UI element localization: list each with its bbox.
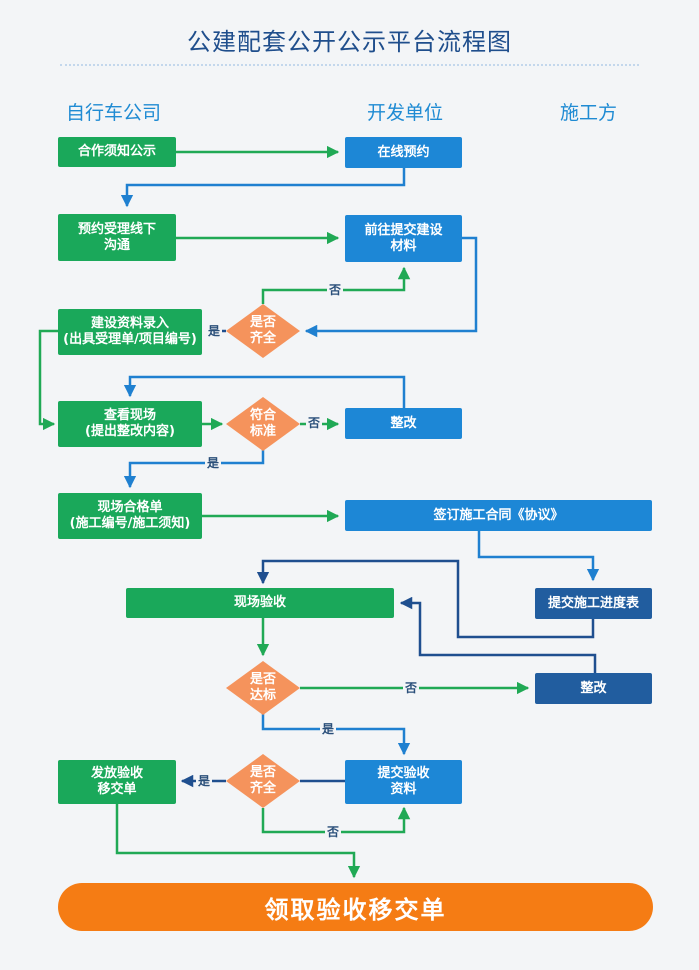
step-zhenggai-2: 整改 <box>535 673 652 704</box>
edge-label-yes: 是 <box>196 774 213 788</box>
edge-label-yes: 是 <box>320 722 337 736</box>
edge-label-no: 否 <box>327 283 344 297</box>
step-zhenggai-1: 整改 <box>345 408 462 439</box>
edge-zhenggai1-chakan <box>123 375 406 408</box>
step-zaixian: 在线预约 <box>345 137 462 168</box>
step-fafang: 发放验收 移交单 <box>58 760 176 804</box>
step-tijiao-yanshou: 提交验收 资料 <box>345 760 462 804</box>
edge-label-yes: 是 <box>205 456 222 470</box>
edge-label-no: 否 <box>325 825 342 839</box>
column-header-contractor: 施工方 <box>560 102 618 124</box>
edge-qianding-jindu <box>477 531 600 582</box>
edge-jindu-yanshou <box>256 559 595 639</box>
page-title: 公建配套公开公示平台流程图 <box>187 28 512 56</box>
edge-label-yes: 是 <box>206 324 223 338</box>
edge-luru-chakan <box>38 329 58 431</box>
edge-tijiao-qiquan1 <box>304 236 478 338</box>
decision-diamond-fuhe <box>226 397 300 451</box>
step-qianding: 签订施工合同《协议》 <box>345 500 652 531</box>
edge-label-no: 否 <box>306 416 323 430</box>
decision-diamond-qiquan1 <box>226 304 300 358</box>
step-tijiao-cailiao: 前往提交建设 材料 <box>345 215 462 262</box>
step-chakan: 查看现场 (提出整改内容) <box>58 401 202 447</box>
step-yanshou: 现场验收 <box>126 588 394 618</box>
edge-fafang-final <box>115 804 361 879</box>
decision-diamond-dabiao <box>226 661 300 715</box>
decision-label-fuhe: 符合 标准 <box>249 408 276 439</box>
title-divider <box>60 64 639 66</box>
decision-label-qiquan1: 是否 齐全 <box>249 315 276 346</box>
step-hezuo: 合作须知公示 <box>58 137 176 167</box>
column-header-developer: 开发单位 <box>367 102 444 124</box>
step-jindu: 提交施工进度表 <box>535 588 652 619</box>
edge-zhenggai2-yanshou <box>399 596 597 673</box>
edge-fuhe-yes <box>123 450 265 489</box>
column-header-company: 自行车公司 <box>66 102 162 124</box>
step-final: 领取验收移交单 <box>58 883 653 931</box>
edge-zaixian-yuyue <box>120 168 406 208</box>
decision-label-qiquan2: 是否 齐全 <box>249 765 276 796</box>
step-hege-dan: 现场合格单 (施工编号/施工须知) <box>58 493 202 539</box>
edge-label-no: 否 <box>403 681 420 695</box>
decision-diamond-qiquan2 <box>226 754 300 808</box>
step-yuyue-shouli: 预约受理线下 沟通 <box>58 214 176 261</box>
decision-label-dabiao: 是否 达标 <box>249 672 276 703</box>
step-ziliao-luru: 建设资料录入 (出具受理单/项目编号) <box>58 309 202 355</box>
